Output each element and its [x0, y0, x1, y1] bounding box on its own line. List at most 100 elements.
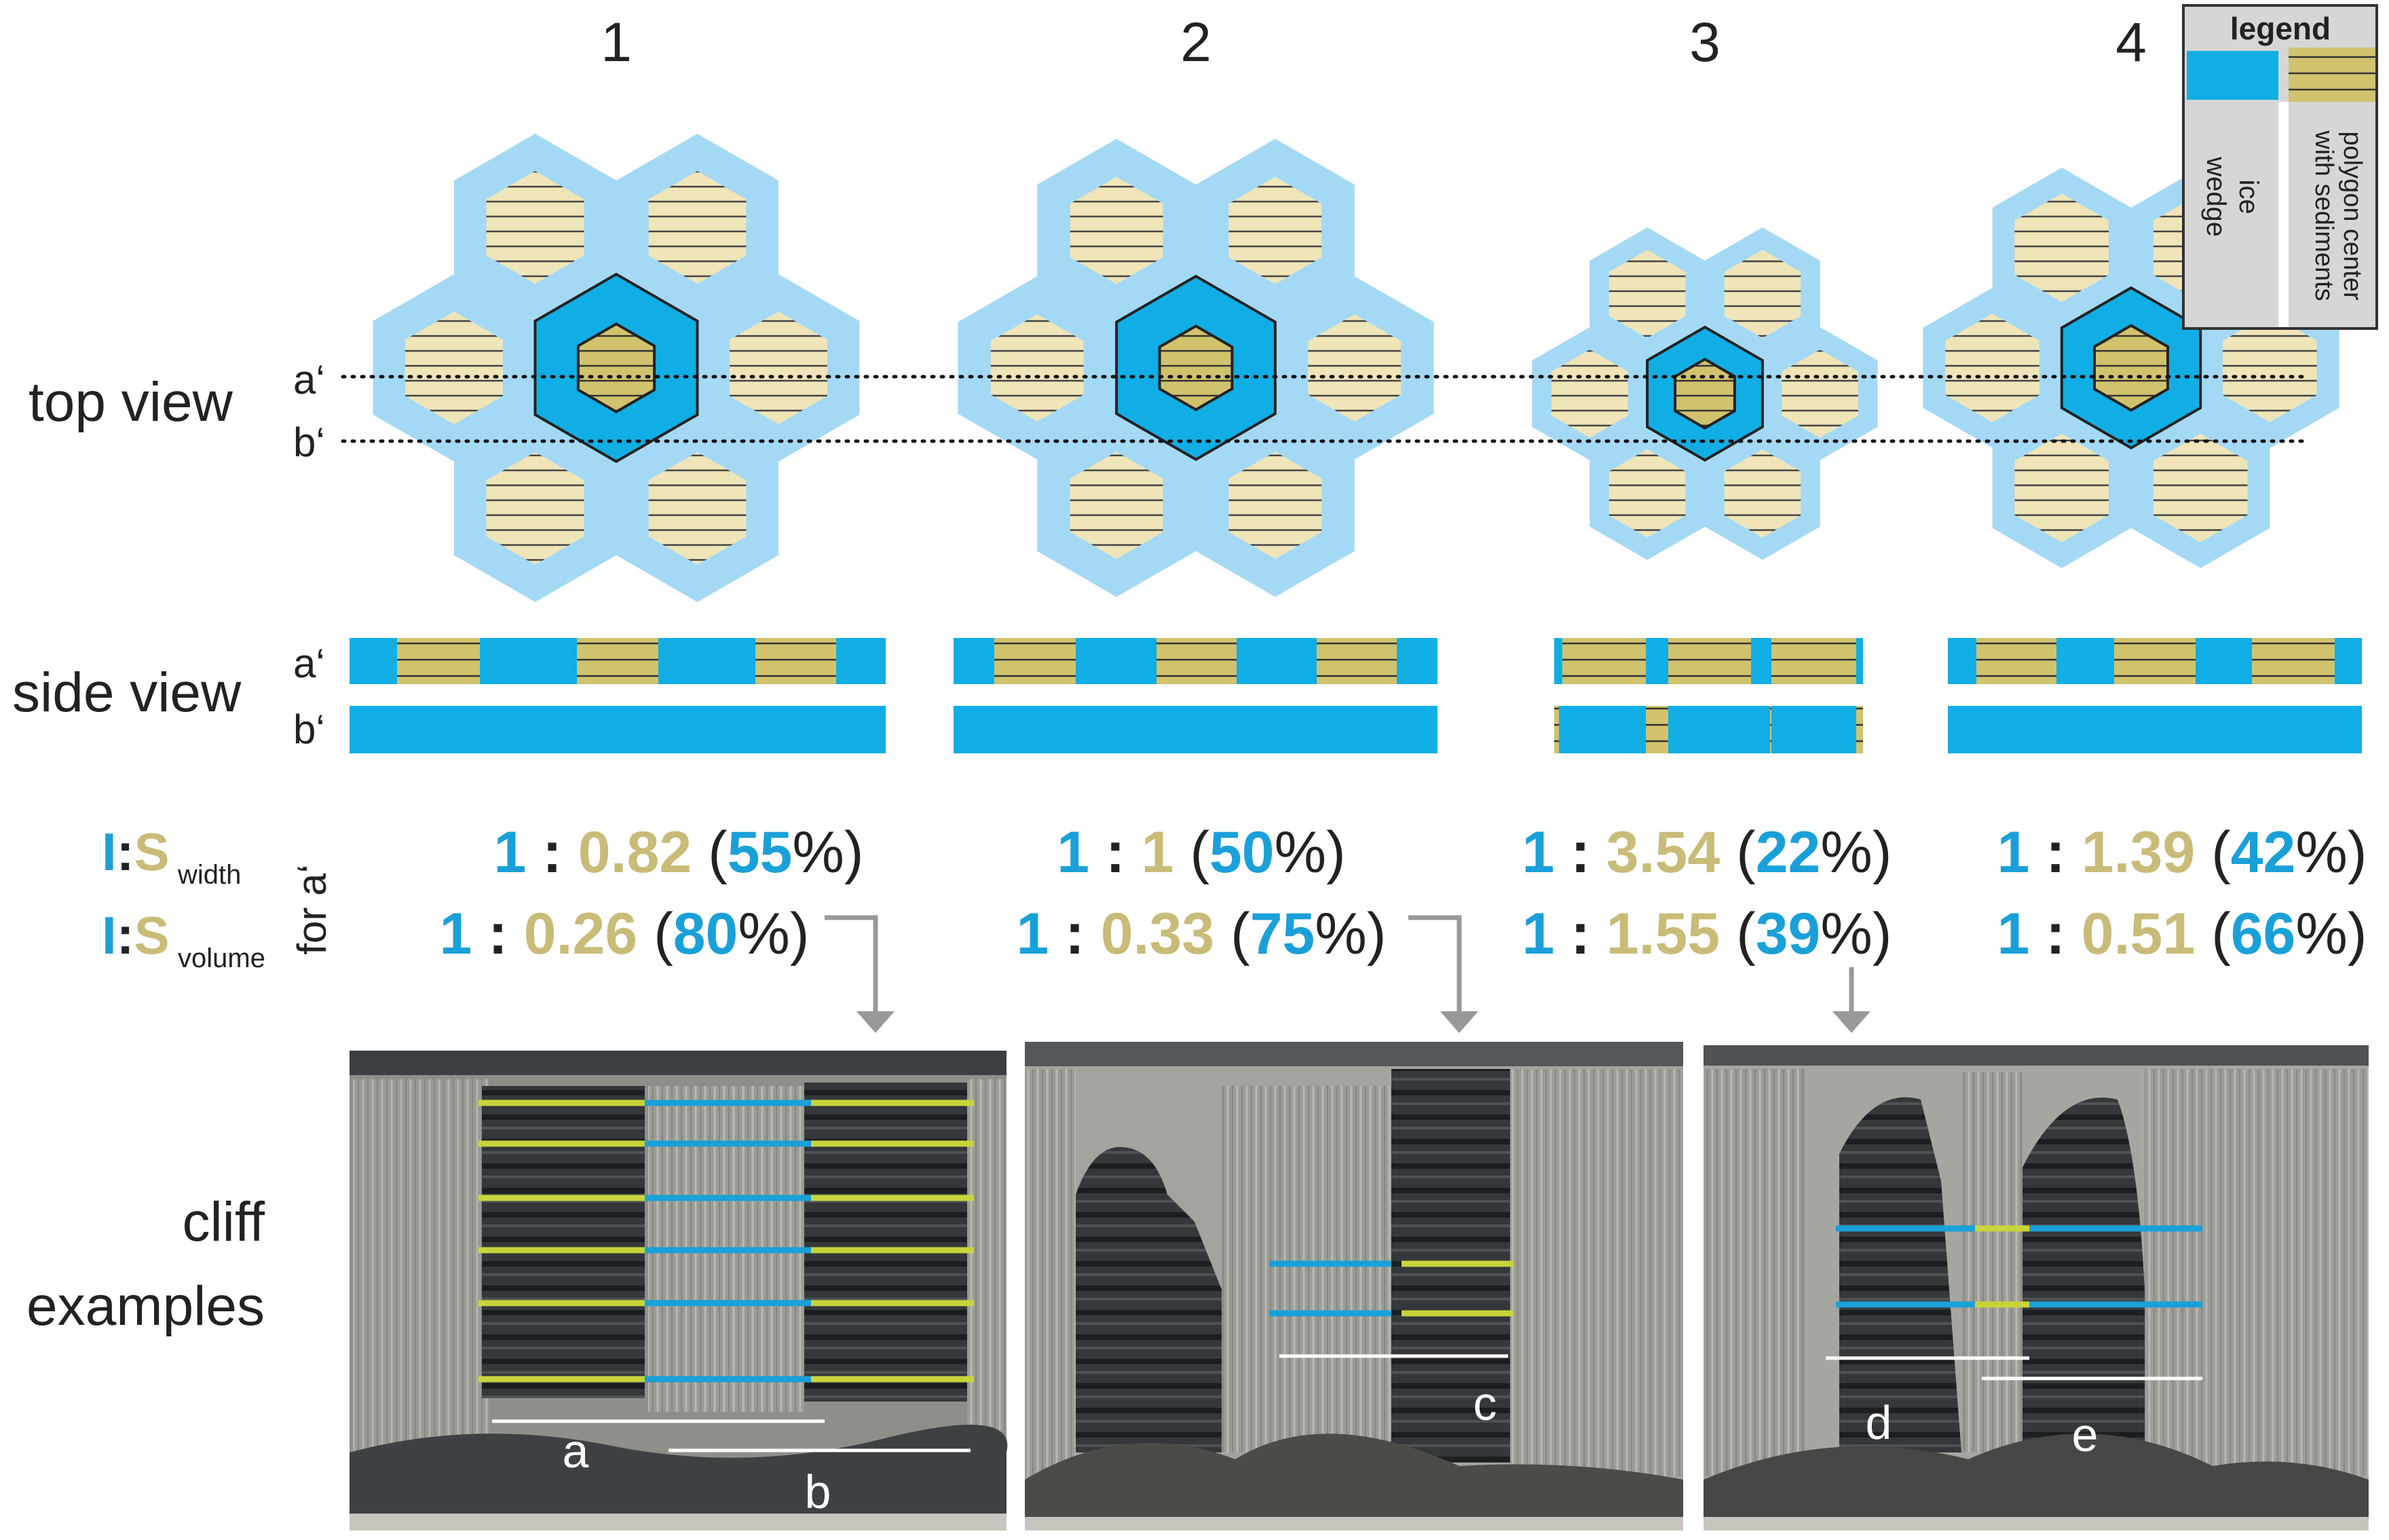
- cliff-photo-3: d e: [1704, 1045, 2369, 1530]
- column-number-2: 2: [1180, 12, 1211, 73]
- section-label-b-top: b‘: [293, 419, 325, 465]
- volume-ratio-1: 1 : 0.26 (80%): [439, 901, 809, 966]
- width-ratio-4: 1 : 1.39 (42%): [1997, 820, 2367, 885]
- hex-polygon-center: [1070, 451, 1163, 559]
- section-label-a-top: a‘: [293, 357, 325, 402]
- hex-polygon-center: [1308, 314, 1402, 421]
- sediment-segment: [1156, 638, 1237, 684]
- column-number-3: 3: [1689, 12, 1720, 73]
- volume-ratio-4: 1 : 0.51 (66%): [1997, 901, 2367, 966]
- column-number-4: 4: [2115, 12, 2147, 73]
- hex-polygon-center: [405, 312, 503, 424]
- side-a-2: [954, 638, 1437, 684]
- hex-polygon-center: [990, 314, 1084, 421]
- sediment-segment: [1976, 638, 2056, 684]
- hex-cluster-3: [1532, 227, 1878, 560]
- side-a-3: [1554, 638, 1863, 684]
- sediment-segment: [755, 638, 836, 684]
- hex-polygon-center: [1228, 451, 1322, 559]
- side-b-2: [954, 706, 1437, 753]
- photo-letter-a: a: [563, 1425, 589, 1478]
- cliff-photo-1: a b: [350, 1051, 1008, 1530]
- hex-polygon-center: [2014, 193, 2109, 302]
- hex-polygon-center: [486, 452, 584, 565]
- hex-polygon-center: [648, 452, 747, 565]
- hex-polygon-center: [2223, 314, 2317, 422]
- arrow-1: [825, 915, 878, 1011]
- sediment-segment: [1317, 638, 1397, 684]
- section-label-b-side: b‘: [293, 707, 325, 752]
- side-view-bars: [350, 638, 2362, 753]
- sediment-segment: [2252, 638, 2335, 684]
- cliff-photo-2: c: [1025, 1042, 1683, 1530]
- legend-ice-label-2: wedge: [2201, 156, 2231, 237]
- ratio-i-volume: I: [102, 905, 117, 965]
- legend-sediment-label-1: polygon center: [2338, 131, 2367, 301]
- width-ratio-3: 1 : 3.54 (22%): [1522, 820, 1892, 885]
- side-b-3: [1554, 706, 1863, 753]
- photo-letter-b: b: [805, 1465, 831, 1518]
- sediment-segment: [397, 638, 480, 684]
- side-a-1: [350, 638, 886, 684]
- ratio-labels: I:S width I:S volume for a‘: [102, 822, 335, 973]
- ratio-colon-volume: :: [117, 905, 134, 965]
- sediment-segment: [1554, 706, 1559, 753]
- photo-letter-e: e: [2072, 1408, 2099, 1461]
- ratio-values: 1 : 0.82 (55%) 1 : 0.26 (80%) 1 : 1 (50%…: [439, 820, 2367, 966]
- hex-polygon-center: [1724, 250, 1801, 338]
- legend-sediment-label-2: with sediments: [2310, 130, 2338, 301]
- ratio-for-a: for a‘: [289, 864, 335, 954]
- hex-center-sediment: [2093, 324, 2169, 412]
- sediment-segment: [577, 638, 658, 684]
- hex-polygon-center: [1724, 449, 1801, 538]
- volume-ratio-3: 1 : 1.55 (39%): [1522, 901, 1892, 966]
- sediment-segment: [994, 638, 1076, 684]
- sediment-segment: [1771, 638, 1856, 684]
- side-b-1: [350, 706, 886, 753]
- photo-letter-c: c: [1473, 1377, 1497, 1430]
- hex-polygon-center: [1228, 176, 1322, 284]
- sediment-segment: [1562, 638, 1646, 684]
- hex-polygon-center: [1609, 250, 1686, 338]
- hex-polygon-center: [1945, 314, 2039, 422]
- sediment-segment: [2114, 638, 2196, 684]
- row-label-side-view: side view: [12, 662, 242, 724]
- legend-ice-swatch: [2187, 51, 2278, 100]
- ratio-s-volume: S: [134, 905, 170, 965]
- column-number-1: 1: [601, 12, 632, 73]
- legend-box: legend ice wedge polygon center with sed…: [2182, 4, 2378, 330]
- sediment-segment: [1856, 706, 1863, 753]
- side-a-4: [1948, 638, 2362, 684]
- arrow-3-head: [1832, 1011, 1870, 1033]
- hex-center-sediment: [1158, 324, 1234, 411]
- section-label-a-side: a‘: [293, 641, 325, 686]
- hex-polygon-center: [1551, 350, 1628, 438]
- ratio-label-width: I:S: [102, 822, 170, 882]
- legend-title: legend: [2230, 11, 2331, 46]
- legend-ice-label-1: ice: [2234, 179, 2263, 214]
- hex-cluster-2: [958, 138, 1434, 597]
- arrow-2: [1408, 915, 1462, 1011]
- photo-letter-d: d: [1866, 1396, 1892, 1449]
- hex-polygon-center: [648, 171, 747, 284]
- legend-sediment-swatch: [2289, 48, 2375, 102]
- ratio-label-volume: I:S: [102, 905, 170, 965]
- sediment-segment: [1646, 706, 1668, 753]
- sediment-segment: [1770, 706, 1771, 753]
- width-ratio-2: 1 : 1 (50%): [1057, 820, 1345, 885]
- volume-ratio-2: 1 : 0.33 (75%): [1016, 901, 1386, 966]
- row-label-examples: examples: [26, 1275, 265, 1337]
- ratio-colon-width: :: [117, 822, 134, 882]
- hex-polygon-center: [730, 312, 827, 424]
- arrow-2-head: [1440, 1011, 1478, 1033]
- row-label-top-view: top view: [29, 371, 233, 433]
- hex-center-sediment: [576, 322, 656, 414]
- hex-polygon-center: [1609, 449, 1686, 538]
- arrow-1-head: [857, 1011, 895, 1033]
- hex-cluster-1: [373, 134, 860, 602]
- hex-polygon-center: [486, 171, 584, 284]
- ratio-sub-width: width: [177, 860, 241, 890]
- grey-arrows: [825, 915, 1870, 1033]
- hexagon-clusters: [373, 134, 2339, 602]
